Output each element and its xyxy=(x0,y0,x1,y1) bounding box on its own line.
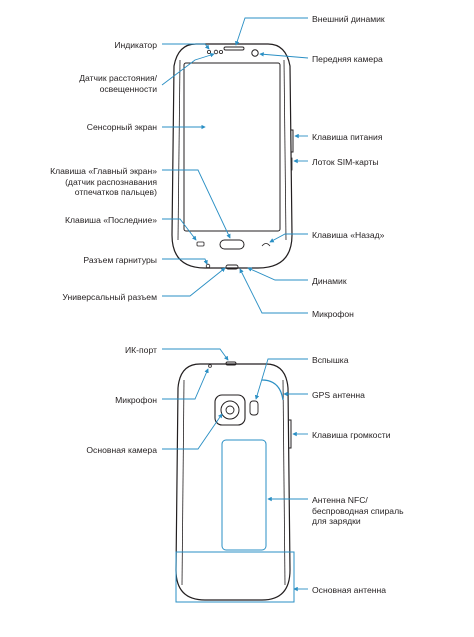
leader-proximity xyxy=(161,52,215,86)
front-leader-lines xyxy=(161,17,309,314)
label-ir-port: ИК-порт xyxy=(124,345,157,355)
label-sim-tray: Лоток SIM-карты xyxy=(312,157,379,167)
label-usb-port: Универсальный разъем xyxy=(62,292,157,302)
leader-recent-key xyxy=(162,218,197,241)
front-edge-right xyxy=(283,59,287,241)
ir-port-shape xyxy=(225,361,237,366)
indicator-dot xyxy=(206,50,211,55)
label-headset-jack: Разъем гарнитуры xyxy=(83,255,157,265)
leader-indicator xyxy=(162,43,210,50)
leader-microphone-back xyxy=(162,368,209,400)
front-screen xyxy=(183,62,281,232)
leader-microphone-front xyxy=(239,268,308,314)
label-power-key: Клавиша питания xyxy=(312,132,383,142)
back-key-shape xyxy=(261,243,271,247)
nfc-antenna-region xyxy=(221,439,267,551)
back-phone xyxy=(175,361,292,601)
front-camera-lens xyxy=(251,49,259,57)
label-back-key: Клавиша «Назад» xyxy=(312,230,385,240)
leader-front-camera xyxy=(259,52,309,59)
recent-key-shape xyxy=(196,241,205,247)
label-home-key: Клавиша «Главный экран» (датчик распозна… xyxy=(50,166,157,197)
label-recent-key: Клавиша «Последние» xyxy=(65,215,157,225)
earpiece-slot xyxy=(223,46,245,51)
front-phone-body xyxy=(171,43,293,269)
label-gps-antenna: GPS антенна xyxy=(312,390,365,400)
main-camera-lens-inner xyxy=(225,405,235,415)
usb-port-shape xyxy=(225,264,239,270)
back-phone-body xyxy=(175,363,291,601)
power-key-shape xyxy=(291,129,294,153)
volume-key-shape xyxy=(289,419,292,449)
sensor-dot-2 xyxy=(218,50,223,55)
antenna-highlights xyxy=(175,379,295,603)
label-main-antenna: Основная антенна xyxy=(312,585,387,595)
label-microphone-front: Микрофон xyxy=(312,309,354,319)
home-key-shape xyxy=(219,239,245,250)
front-phone xyxy=(171,43,294,270)
camera-module xyxy=(214,394,246,426)
leader-ir-port xyxy=(162,348,229,361)
label-touch-screen: Сенсорный экран xyxy=(86,122,157,132)
label-indicator: Индикатор xyxy=(114,40,157,50)
gps-antenna-region xyxy=(261,379,284,401)
leader-flash xyxy=(254,358,308,400)
leader-headset-jack xyxy=(162,258,208,265)
label-speaker: Динамик xyxy=(312,276,347,286)
back-edge-left xyxy=(181,379,185,586)
leader-main-camera xyxy=(162,413,223,450)
label-proximity-sensor: Датчик расстояния/ освещенности xyxy=(79,73,157,94)
sensor-dot-1 xyxy=(213,49,219,55)
back-edge-right xyxy=(282,379,286,586)
label-nfc-antenna: Антенна NFC/ беспроводная спираль для за… xyxy=(312,495,404,526)
label-microphone-back: Микрофон xyxy=(115,395,157,405)
sim-tray-shape xyxy=(291,157,293,171)
front-edge-left xyxy=(177,59,181,241)
leader-earpiece xyxy=(235,17,308,46)
leader-back-key xyxy=(269,233,308,243)
label-flash: Вспышка xyxy=(312,355,349,365)
label-front-camera: Передняя камера xyxy=(312,54,383,64)
flash-shape xyxy=(249,400,259,416)
leader-home-key xyxy=(162,169,231,239)
back-leader-lines xyxy=(162,348,308,592)
headset-jack-shape xyxy=(205,263,211,269)
main-camera-lens-outer xyxy=(220,400,240,420)
label-volume-key: Клавиша громкости xyxy=(312,430,391,440)
leader-speaker xyxy=(247,267,308,281)
back-mic-shape xyxy=(208,364,212,368)
main-antenna-region xyxy=(175,551,295,603)
label-earpiece: Внешний динамик xyxy=(312,14,385,24)
leader-usb-port xyxy=(162,267,226,297)
label-main-camera: Основная камера xyxy=(86,445,157,455)
